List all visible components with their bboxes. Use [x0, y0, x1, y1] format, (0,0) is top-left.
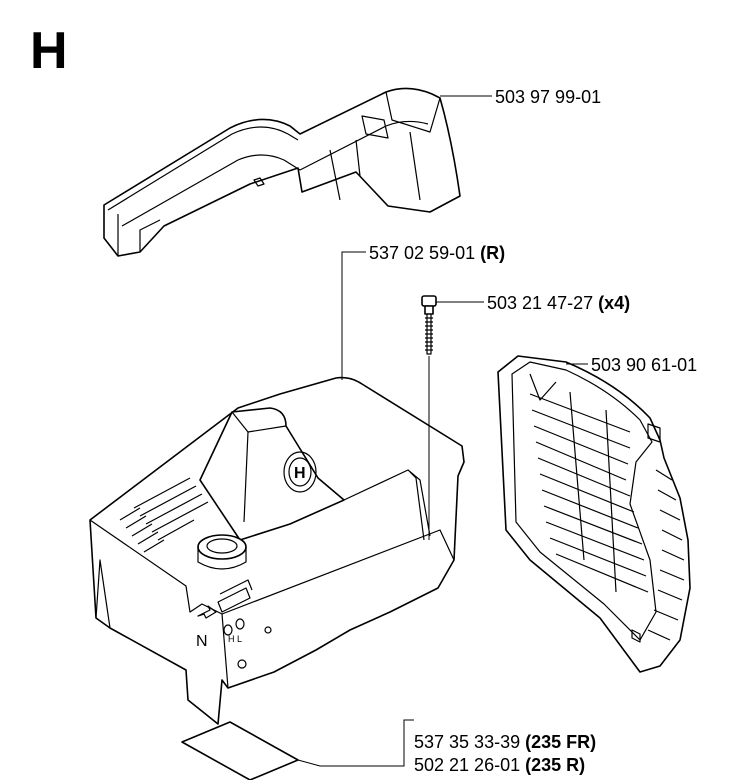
decal-part: [181, 721, 299, 780]
cylinder-cover-part: N H L H: [89, 376, 465, 725]
decal-r-callout: 502 21 26-01 (235 R): [414, 755, 585, 775]
cylinder-cover-callout: 537 02 59-01 (R): [369, 243, 505, 263]
section-letter: H: [30, 22, 68, 80]
decal-leader: [297, 719, 414, 767]
cylinder-cover-leader: [341, 251, 366, 380]
cooling-slots: [119, 477, 209, 553]
top-cover-callout: 503 97 99-01: [495, 87, 601, 107]
brand-logo: H: [283, 451, 317, 493]
grille-slats: [529, 391, 649, 593]
screw-part: [421, 295, 437, 355]
decal-fr-callout: 537 35 33-39 (235 FR): [414, 732, 596, 752]
top-cover-part: [103, 87, 461, 257]
adjust-marking: H L: [228, 634, 242, 644]
air-grille-part: [497, 355, 691, 673]
screw-callout: 503 21 47-27 (x4): [487, 293, 630, 313]
logo-letter: H: [294, 465, 306, 482]
air-grille-callout: 503 90 61-01: [591, 355, 697, 375]
choke-marking: N: [196, 633, 208, 650]
